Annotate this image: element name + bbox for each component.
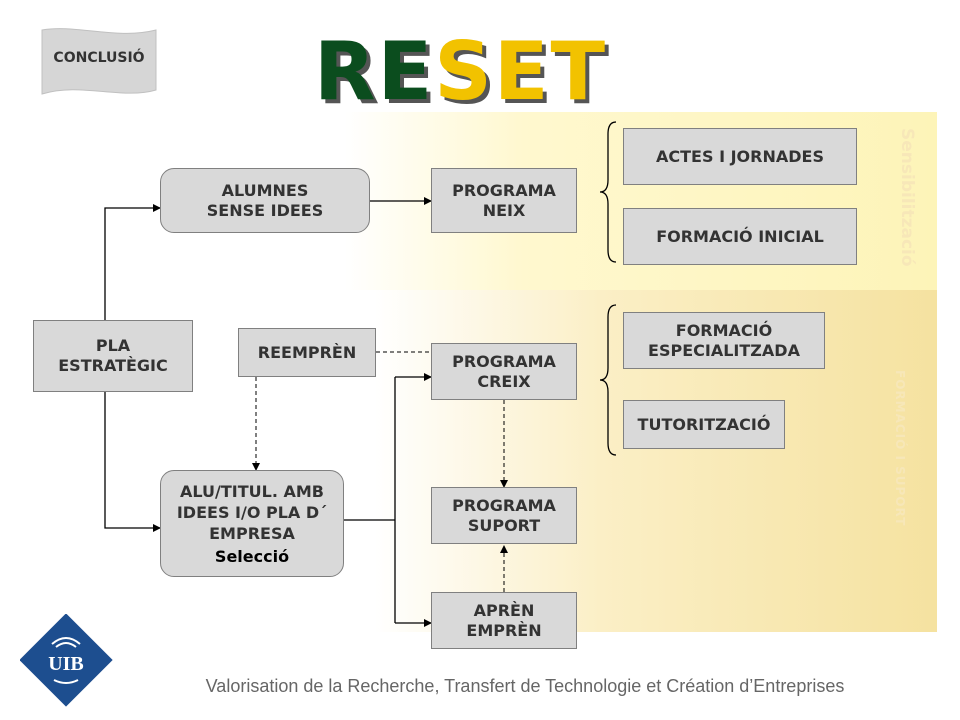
apren-empren-box: APRÈN EMPRÈN bbox=[431, 592, 577, 649]
reempren-box: REEMPRÈN bbox=[238, 328, 376, 377]
formacio-suport-label: FORMACIÓ I SUPORT bbox=[893, 370, 907, 527]
footer-caption: Valorisation de la Recherche, Transfert … bbox=[205, 676, 845, 696]
pla-to-alu-arrow bbox=[104, 392, 161, 532]
uib-logo: UIB bbox=[20, 614, 113, 707]
title-part-2: SET bbox=[434, 25, 608, 118]
seleccio-label: Selecció bbox=[214, 546, 290, 566]
title-part-1: RE bbox=[314, 25, 435, 118]
formacio-inicial-box: FORMACIÓ INICIAL bbox=[623, 208, 857, 265]
top-brace bbox=[599, 121, 617, 263]
formacio-especialitzada-box: FORMACIÓ ESPECIALITZADA bbox=[623, 312, 825, 369]
programa-neix-box: PROGRAMA NEIX bbox=[431, 168, 577, 233]
pla-estrategic-box: PLA ESTRATÈGIC bbox=[33, 320, 193, 392]
conclusio-badge: CONCLUSIÓ bbox=[53, 50, 145, 66]
alumnes-sense-idees-box: ALUMNES SENSE IDEES bbox=[160, 168, 370, 233]
programa-creix-box: PROGRAMA CREIX bbox=[431, 343, 577, 400]
alu-titul-label: ALU/TITUL. AMB IDEES I/O PLA D´ EMPRESA bbox=[176, 481, 328, 543]
conclusio-badge-shape bbox=[41, 28, 157, 95]
bottom-brace bbox=[599, 304, 617, 456]
uib-logo-text: UIB bbox=[48, 653, 84, 675]
pla-to-alumnes-arrow bbox=[104, 204, 161, 320]
alu-titul-box: ALU/TITUL. AMB IDEES I/O PLA D´ EMPRESA … bbox=[160, 470, 344, 577]
tutoritzacio-box: TUTORITZACIÓ bbox=[623, 400, 785, 449]
reset-title: RESET bbox=[314, 32, 607, 112]
actes-jornades-box: ACTES I JORNADES bbox=[623, 128, 857, 185]
programa-suport-box: PROGRAMA SUPORT bbox=[431, 487, 577, 544]
sensibilitzacio-label: Sensibilització bbox=[897, 128, 917, 267]
